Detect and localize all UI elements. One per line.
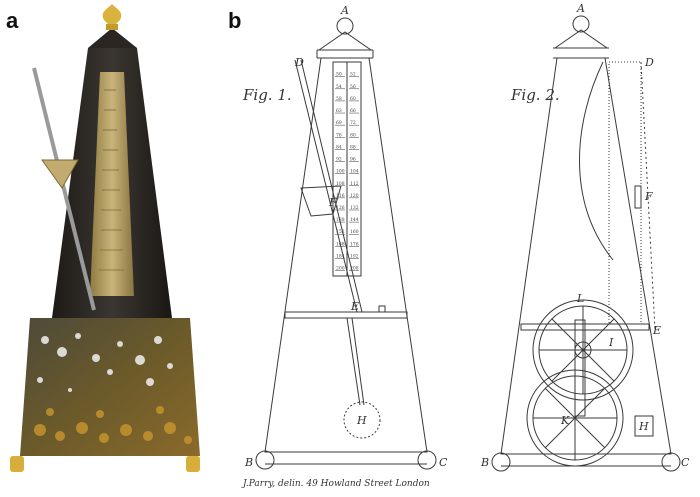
fig1-letter-D: D (294, 56, 304, 69)
fig1-bar-E (284, 311, 408, 319)
scale-number: 112 (350, 181, 359, 187)
fig1-label: Fig. 1. (242, 86, 292, 104)
brass-scale-ticks (99, 89, 124, 271)
panel-label-a: a (6, 8, 19, 33)
fig1-letter-A: A (340, 4, 349, 17)
scale-number: 200 (336, 266, 345, 272)
scale-number: 84 (336, 144, 342, 150)
scale-number: 60 (350, 96, 356, 102)
fig2-wheel-L-spokes (539, 306, 627, 394)
fig2-top-knob (572, 15, 590, 33)
fig2-label: Fig. 2. (510, 86, 560, 104)
scale-number: 100 (336, 169, 345, 175)
fig2-letter-H: H (638, 420, 649, 433)
fig2-curve (579, 61, 614, 261)
fig2-letter-A: A (576, 2, 585, 15)
fig1-scale-numbers: 50 52 54 56 58 60 63 66 69 72 76 80 84 88 92 96 100 104 10… (336, 72, 359, 272)
fig2-letters: A D F L E I K H B C (480, 2, 690, 469)
fig2-body-outline (500, 57, 672, 455)
fig2-letter-F: F (644, 190, 653, 203)
scale-number: 104 (350, 169, 359, 175)
fig2-letter-E: E (652, 324, 661, 337)
fig1-roller-right (417, 450, 437, 470)
fig2-roller-right (661, 452, 681, 472)
fig2-box-H (634, 415, 654, 437)
scale-number: 126 (336, 205, 345, 211)
scale-number: 66 (350, 108, 356, 114)
scale-number: 176 (350, 241, 359, 247)
metronome-photo-illustration (10, 4, 200, 472)
fig1-top-knob (336, 17, 354, 35)
fig1-letter-B: B (244, 456, 253, 469)
fig1-letter-E: E (350, 300, 359, 313)
finial-ornament (102, 4, 122, 30)
fig1-body-outline (264, 57, 428, 453)
scale-number: 108 (336, 181, 345, 187)
scale-number: 56 (350, 84, 356, 90)
fig1-letters: A D F E H B C (244, 4, 448, 469)
pendulum-weight (41, 159, 79, 189)
scale-number: 88 (350, 144, 356, 150)
patent-drawing-svg: Fig. 1. 50 52 54 56 58 60 63 66 69 72 76 80 84 88 92 96… (241, 2, 690, 489)
scale-number: 52 (350, 72, 356, 78)
brass-feet (10, 456, 200, 472)
scale-number: 76 (336, 132, 342, 138)
fig2-wheel-K-spokes (533, 376, 617, 460)
scale-number: 58 (336, 96, 342, 102)
scale-number: 144 (350, 217, 359, 223)
fig1-pendulum-rod-lower (346, 317, 361, 406)
brass-scale-plate (90, 72, 134, 296)
base-white-speckles (37, 333, 173, 392)
scale-number: 54 (336, 84, 342, 90)
scale-number: 50 (336, 72, 342, 78)
fig1-bob-H (343, 401, 381, 439)
drawing-caption: J.Parry, delin. 49 Howland Street London (241, 479, 430, 489)
metronome-photo (0, 0, 225, 492)
fig2-letter-K: K (560, 414, 570, 427)
scale-number: 116 (336, 193, 345, 199)
fig1-roller-left (255, 450, 275, 470)
fig1-pendulum-rod-upper (294, 59, 358, 313)
scale-number: 92 (336, 157, 342, 163)
fig2-cap (553, 29, 609, 49)
scale-number: 160 (350, 229, 359, 235)
fig1-letter-C: C (439, 456, 448, 469)
scale-number: 63 (336, 108, 342, 114)
fig2-letter-D: D (644, 56, 654, 69)
scale-number: 96 (350, 157, 356, 163)
base-amber-pattern (34, 406, 192, 444)
metronome-cap (88, 28, 137, 48)
panel-label-b: b (228, 8, 242, 33)
patent-drawing: Fig. 1. 50 52 54 56 58 60 63 66 69 72 76 80 84 88 92 96… (225, 0, 700, 492)
fig2-letter-B: B (480, 456, 489, 469)
fig2-dotted-plate (608, 61, 642, 325)
scale-number: 152 (336, 229, 345, 235)
fig2-letter-C: C (681, 456, 690, 469)
fig2-wheel-L (532, 299, 634, 401)
fig2-letter-L: L (576, 292, 584, 305)
scale-number: 69 (336, 120, 342, 126)
scale-number: 120 (350, 193, 359, 199)
scale-number: 138 (336, 217, 345, 223)
scale-number: 184 (336, 253, 345, 259)
scale-number: 192 (350, 253, 359, 259)
pendulum-rod (32, 67, 96, 311)
scale-number: 80 (350, 132, 356, 138)
fig1-letter-F: F (328, 196, 337, 209)
fig1-small-block (378, 305, 386, 313)
fig2-arm (574, 319, 586, 417)
fig1-pendulum-weight-F (300, 185, 342, 217)
fig2-letter-I: I (608, 336, 614, 349)
scale-number: 132 (350, 205, 359, 211)
fig1-letter-H: H (356, 414, 367, 427)
scale-number: 208 (350, 266, 359, 272)
fig1-cap (317, 31, 373, 51)
fig2-roller-left (491, 452, 511, 472)
fig2-clip-F (634, 185, 642, 209)
scale-number: 72 (350, 120, 356, 126)
